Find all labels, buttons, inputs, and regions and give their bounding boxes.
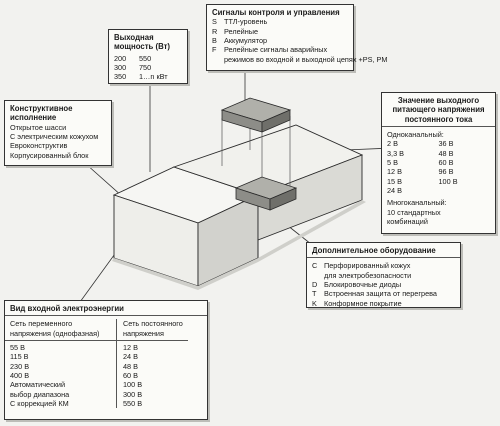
extra-equipment-box: Дополнительное оборудование C Перфориров…	[306, 242, 461, 308]
design-item: С электрическим кожухом	[10, 132, 99, 142]
output-power-title: Выходная мощность (Вт)	[114, 33, 171, 52]
input-power-title: Вид входной электроэнергии	[10, 304, 124, 313]
voltage-value: 60 В	[438, 158, 454, 168]
power-row: 200 550	[114, 53, 152, 63]
dc-value: 100 В	[123, 380, 143, 390]
ac-value: 230 В	[10, 361, 30, 371]
multi-channel-text: 10 стандартных	[387, 207, 441, 217]
input-power-box: Вид входной электроэнергии Сеть переменн…	[4, 300, 208, 420]
output-voltage-box: Значение выходного питающего напряжения …	[381, 92, 496, 234]
dc-header: Сеть постоянного напряжения	[123, 319, 183, 338]
design-item: Евроконструктив	[10, 141, 68, 151]
extra-equipment-title: Дополнительное оборудование	[312, 246, 436, 255]
extra-item: C Перфорированный кожух для электробезоп…	[312, 261, 412, 280]
extra-item: T Встроенная защита от перегрева	[312, 289, 437, 299]
ac-value: 55 В	[10, 343, 26, 352]
single-channel-values: 2 В 3,3 В 5 В 12 В 15 В 24 В 36 В 48 В 6…	[387, 139, 490, 195]
voltage-value: 96 В	[438, 167, 454, 177]
control-signal-continuation: режимов во входной и выходной цепях +PS,…	[224, 54, 388, 64]
dc-value: 48 В	[123, 361, 139, 371]
dc-value: 12 В	[123, 343, 139, 352]
multi-channel-text: комбинаций	[387, 216, 428, 226]
ac-header: Сеть переменного напряжения (однофазная)	[10, 319, 100, 338]
design-title: Конструктивное исполнение	[10, 104, 73, 123]
voltage-value: 36 В	[438, 139, 454, 149]
design-item: Открытое шасси	[10, 122, 67, 132]
design-box: Конструктивное исполнение Открытое шасси…	[4, 100, 112, 166]
voltage-value: 24 В	[387, 186, 403, 195]
single-channel-label: Одноканальный:	[387, 130, 444, 140]
output-power-box: Выходная мощность (Вт) 200 550 300 750 3…	[108, 29, 188, 84]
ac-value: 400 В	[10, 370, 30, 380]
input-columns: Сеть переменного напряжения (однофазная)…	[5, 319, 202, 409]
ac-value: С коррекцией КМ	[10, 398, 69, 408]
extra-item: D Блокировочные диоды	[312, 280, 402, 289]
voltage-value: 2 В	[387, 139, 398, 149]
power-row: 300 750	[114, 63, 152, 73]
signal-module	[220, 97, 292, 133]
control-signals-title: Сигналы контроля и управления	[212, 8, 340, 17]
voltage-value: 5 В	[387, 158, 398, 168]
ac-value: Автоматический	[10, 380, 66, 390]
power-row: 350 1…n кВт	[114, 72, 168, 82]
design-item: Корпусированный блок	[10, 150, 89, 160]
voltage-value: 12 В	[387, 167, 403, 177]
output-voltage-title: Значение выходного питающего напряжения …	[392, 96, 485, 124]
voltage-value: 3,3 В	[387, 148, 405, 158]
dc-value: 60 В	[123, 370, 139, 380]
voltage-value: 100 В	[438, 176, 458, 186]
ac-value: выбор диапазона	[10, 389, 70, 399]
dc-value: 550 В	[123, 398, 143, 408]
extra-item: K Конформное покрытие	[312, 298, 402, 308]
multi-channel-label: Многоканальный:	[387, 198, 447, 208]
dc-value: 24 В	[123, 352, 139, 362]
ac-column: Сеть переменного напряжения (однофазная)…	[5, 319, 117, 409]
dc-column: Сеть постоянного напряжения 12 В 24 В 48…	[117, 319, 188, 408]
dc-value: 300 В	[123, 389, 143, 399]
control-module	[234, 176, 298, 211]
ac-value: 115 В	[10, 352, 29, 362]
voltage-value: 15 В	[387, 176, 403, 186]
voltage-value: 48 В	[438, 148, 454, 158]
